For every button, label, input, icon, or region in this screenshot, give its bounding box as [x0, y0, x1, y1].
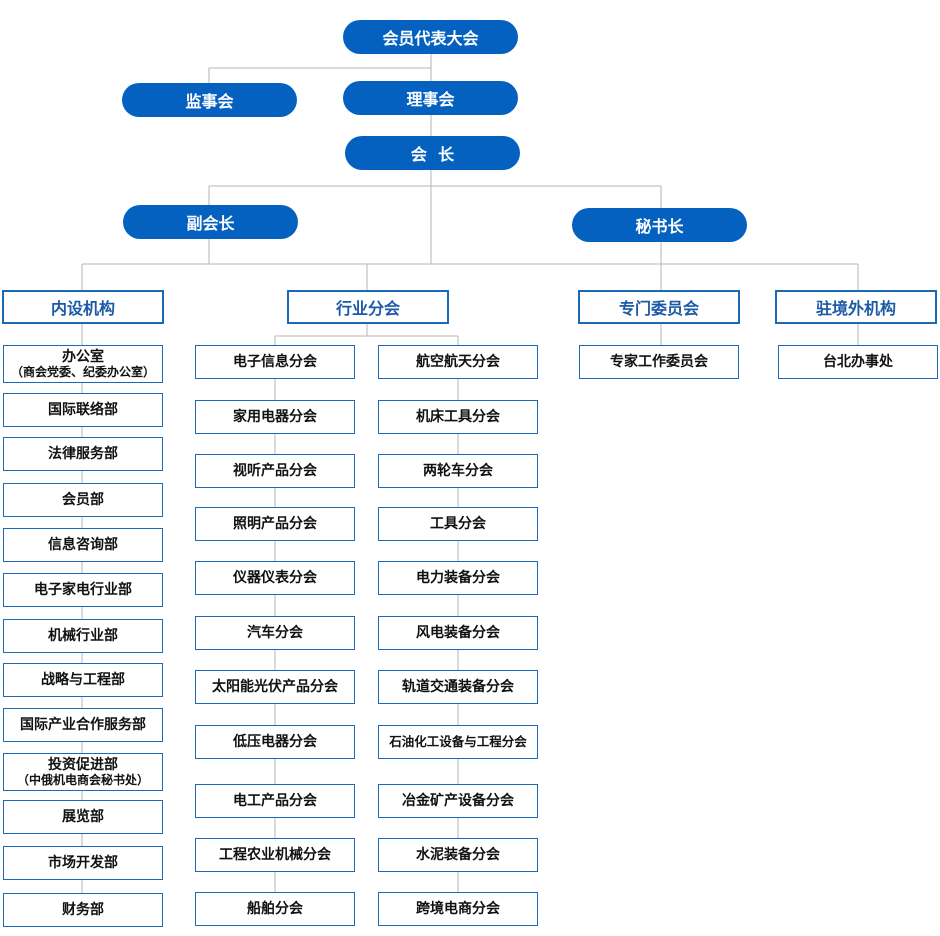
department-label: 电子家电行业部 [34, 582, 132, 598]
industry-branch-box: 跨境电商分会 [378, 892, 538, 926]
internal-department-box: 展览部 [3, 800, 163, 834]
department-label: 国际联络部 [48, 402, 118, 418]
industry-branch-box: 两轮车分会 [378, 454, 538, 488]
supervisory-board-node: 监事会 [122, 83, 297, 117]
vice-president-node: 副会长 [123, 205, 298, 239]
industry-branch-box: 电子信息分会 [195, 345, 355, 379]
internal-department-box: 法律服务部 [3, 437, 163, 471]
committee-box: 专家工作委员会 [579, 345, 739, 379]
industry-branch-box: 石油化工设备与工程分会 [378, 725, 538, 759]
overseas-offices-header: 驻境外机构 [775, 290, 937, 324]
overseas-office-box: 台北办事处 [778, 345, 938, 379]
department-label: 国际产业合作服务部 [20, 717, 146, 733]
industry-branch-box: 电工产品分会 [195, 784, 355, 818]
internal-department-box: 电子家电行业部 [3, 573, 163, 607]
industry-branch-box: 工程农业机械分会 [195, 838, 355, 872]
secretary-general-node: 秘书长 [572, 208, 747, 242]
department-sublabel: （中俄机电商会秘书处） [16, 772, 149, 787]
industry-branch-box: 航空航天分会 [378, 345, 538, 379]
industry-branch-box: 冶金矿产设备分会 [378, 784, 538, 818]
special-committees-header: 专门委员会 [578, 290, 740, 324]
industry-branch-box: 风电装备分会 [378, 616, 538, 650]
department-label: 战略与工程部 [41, 672, 125, 688]
department-label: 投资促进部 [48, 756, 118, 773]
internal-department-box: 会员部 [3, 483, 163, 517]
industry-branch-box: 太阳能光伏产品分会 [195, 670, 355, 704]
internal-department-box: 国际联络部 [3, 393, 163, 427]
department-label: 办公室 [62, 348, 104, 365]
industry-branch-box: 水泥装备分会 [378, 838, 538, 872]
industry-branches-header: 行业分会 [287, 290, 449, 324]
department-label: 市场开发部 [48, 855, 118, 871]
industry-branch-box: 电力装备分会 [378, 561, 538, 595]
industry-branch-box: 照明产品分会 [195, 507, 355, 541]
internal-department-box: 财务部 [3, 893, 163, 927]
industry-branch-box: 轨道交通装备分会 [378, 670, 538, 704]
industry-branch-box: 工具分会 [378, 507, 538, 541]
department-sublabel: （商会党委、纪委办公室） [10, 364, 155, 379]
industry-branch-box: 仪器仪表分会 [195, 561, 355, 595]
internal-department-box: 机械行业部 [3, 619, 163, 653]
internal-department-box: 市场开发部 [3, 846, 163, 880]
internal-department-box: 国际产业合作服务部 [3, 708, 163, 742]
industry-branch-box: 低压电器分会 [195, 725, 355, 759]
department-label: 法律服务部 [48, 446, 118, 462]
industry-branch-box: 家用电器分会 [195, 400, 355, 434]
assembly-node: 会员代表大会 [343, 20, 518, 54]
industry-branch-box: 汽车分会 [195, 616, 355, 650]
internal-departments-header: 内设机构 [2, 290, 164, 324]
council-node: 理事会 [343, 81, 518, 115]
internal-department-box: 信息咨询部 [3, 528, 163, 562]
department-label: 机械行业部 [48, 628, 118, 644]
internal-department-box: 投资促进部（中俄机电商会秘书处） [3, 753, 163, 791]
department-label: 展览部 [62, 809, 104, 825]
department-label: 会员部 [62, 492, 104, 508]
president-node: 会 长 [345, 136, 520, 170]
industry-branch-box: 船舶分会 [195, 892, 355, 926]
department-label: 财务部 [62, 902, 104, 918]
department-label: 信息咨询部 [48, 537, 118, 553]
internal-department-box: 办公室（商会党委、纪委办公室） [3, 345, 163, 383]
industry-branch-box: 视听产品分会 [195, 454, 355, 488]
internal-department-box: 战略与工程部 [3, 663, 163, 697]
industry-branch-box: 机床工具分会 [378, 400, 538, 434]
